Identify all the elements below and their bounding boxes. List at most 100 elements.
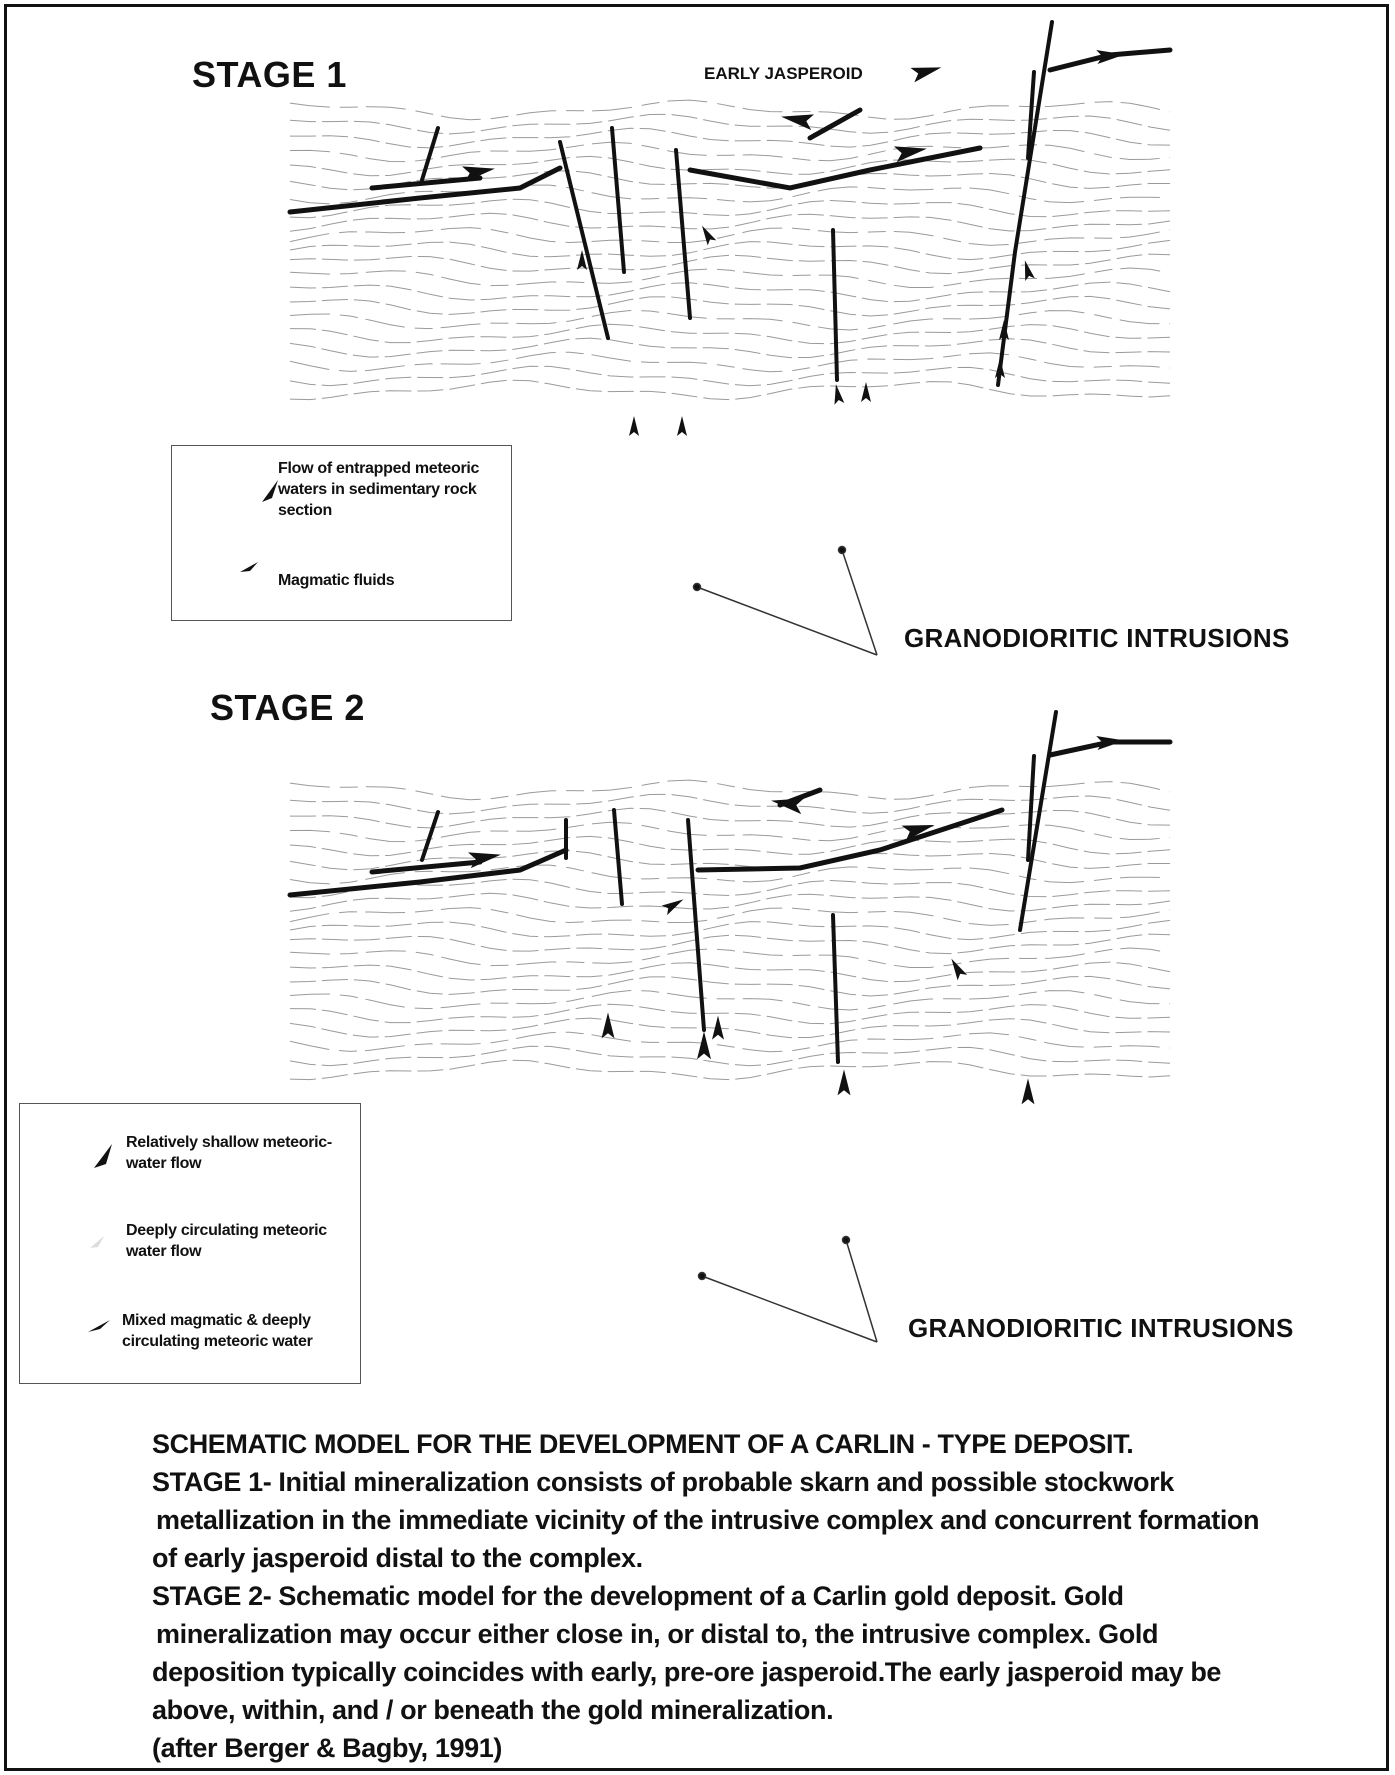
flow-arrow: [1096, 50, 1125, 64]
caption-stage2-line-3: deposition typically coincides with earl…: [152, 1657, 1222, 1687]
flow-arrow: [771, 798, 804, 815]
caption-stage2-line-2: mineralization may occur either close in…: [156, 1619, 1159, 1649]
flow-arrow: [1096, 736, 1125, 750]
flow-arrow: [999, 320, 1009, 340]
flow-arrow: [601, 1012, 615, 1039]
strata-line: [289, 198, 1171, 219]
strata-line: [289, 975, 1171, 997]
strata-line: [289, 155, 1171, 177]
caption-stage1-line-2: metallization in the immediate vicinity …: [156, 1505, 1260, 1535]
strata-line: [289, 961, 1171, 983]
stage2-legend-item-deep: Deeply circulating meteoric water flow: [126, 1222, 327, 1260]
flow-arrow: [702, 225, 717, 246]
strata-line: [289, 267, 1171, 288]
stage1-intrusion-leaders: [692, 545, 878, 656]
flow-arrow: [910, 67, 942, 83]
strata-line: [289, 170, 1170, 191]
stage2-legend-item-shallow: Relatively shallow meteoric-water flow: [126, 1134, 332, 1172]
strata-line: [289, 933, 1171, 955]
flow-arrow: [712, 1015, 724, 1040]
flow-arrow: [462, 166, 495, 183]
flow-arrow: [1024, 260, 1035, 282]
small-arrow-icon: [88, 1320, 110, 1332]
stage2-title: STAGE 2: [210, 687, 365, 728]
strata-line: [289, 351, 1171, 373]
flow-arrow: [1021, 1078, 1035, 1105]
stage2-flow-arrows: [468, 736, 1125, 1105]
stage2-intrusion-leaders: [697, 1235, 878, 1343]
flow-arrow: [577, 250, 587, 270]
strata-line: [289, 309, 1170, 331]
caption-stage2-line-1: STAGE 2- Schematic model for the develop…: [152, 1581, 1124, 1611]
strata-line: [289, 892, 1171, 912]
figure-caption: SCHEMATIC MODEL FOR THE DEVELOPMENT OF A…: [152, 1425, 1382, 1767]
stage1-intrusions-label: GRANODIORITIC INTRUSIONS: [904, 623, 1290, 653]
flow-arrow: [995, 358, 1005, 378]
strata-line: [289, 835, 1171, 857]
strata-line: [289, 1045, 1171, 1067]
strata-line: [289, 779, 1171, 801]
strata-line: [289, 864, 1171, 885]
flow-arrow: [468, 852, 501, 869]
stage2-cross-section: [287, 710, 1173, 1343]
strata-line: [289, 989, 1170, 1011]
strata-line: [289, 878, 1171, 899]
stage1-legend-item-magmatic: Magmatic fluids: [278, 572, 395, 589]
early-jasperoid-label: EARLY JASPEROID: [704, 64, 863, 83]
strata-line: [289, 295, 1171, 317]
stage1-flow-arrows: [462, 50, 1125, 436]
caption-citation: (after Berger & Bagby, 1991): [152, 1733, 502, 1763]
caption-stage2-line-4: above, within, and / or beneath the gold…: [152, 1695, 834, 1725]
caption-stage1-line-1: STAGE 1- Initial mineralization consists…: [152, 1467, 1174, 1497]
strata-line: [289, 1059, 1171, 1081]
flow-arrow: [951, 958, 968, 981]
flow-arrow: [834, 384, 845, 405]
caption-stage1-line-3: of early jasperoid distal to the complex…: [152, 1543, 643, 1573]
strata-line: [290, 807, 1171, 829]
flow-arrow: [629, 416, 639, 436]
strata-line: [289, 253, 1171, 275]
flow-arrow: [861, 382, 871, 402]
flow-arrow: [677, 416, 687, 436]
figure-frame: [4, 4, 1389, 1771]
strata-line: [289, 919, 1171, 941]
flow-arrow: [894, 146, 927, 163]
strata-line: [289, 337, 1171, 359]
stage1-legend: Flow of entrapped meteoric waters in sed…: [171, 445, 512, 621]
strata-line: [289, 850, 1170, 871]
flow-arrow: [901, 825, 935, 842]
strata-line: [289, 239, 1171, 261]
large-arrow-icon: [94, 1144, 112, 1168]
strata-line: [289, 1017, 1171, 1039]
stage1-faults: [420, 20, 1054, 387]
strata-line: [289, 1031, 1171, 1053]
strata-line: [289, 141, 1171, 163]
flow-arrow: [661, 899, 684, 916]
strata-line: [289, 323, 1171, 345]
strata-line: [289, 184, 1171, 205]
caption-title: SCHEMATIC MODEL FOR THE DEVELOPMENT OF A…: [152, 1429, 1134, 1459]
stage2-legend: Relatively shallow meteoric-water flow D…: [19, 1103, 361, 1384]
stage2-faults: [420, 710, 1058, 1064]
flow-arrow: [781, 114, 814, 131]
strata-line: [289, 99, 1171, 121]
stage1-title: STAGE 1: [192, 54, 347, 95]
stage2-legend-item-mixed: Mixed magmatic & deeply circulating mete…: [122, 1312, 313, 1350]
strata-line: [289, 907, 1171, 926]
stage1-legend-item-meteoric: Flow of entrapped meteoric waters in sed…: [278, 460, 480, 519]
strata-line: [289, 212, 1171, 232]
strata-line: [289, 281, 1171, 303]
flow-arrow: [837, 1069, 851, 1096]
strata-line: [289, 379, 1171, 401]
stage1-sedimentary-layers: [289, 99, 1171, 401]
small-arrow-icon: [240, 562, 258, 572]
stage1-cross-section: [287, 20, 1173, 656]
strata-line: [290, 127, 1171, 149]
strata-line: [289, 821, 1171, 843]
strata-line: [289, 227, 1171, 246]
strata-line: [289, 365, 1171, 387]
flow-arrow: [697, 1031, 711, 1060]
large-arrow-icon: [262, 480, 278, 502]
stage2-intrusions-label: GRANODIORITIC INTRUSIONS: [908, 1313, 1294, 1343]
